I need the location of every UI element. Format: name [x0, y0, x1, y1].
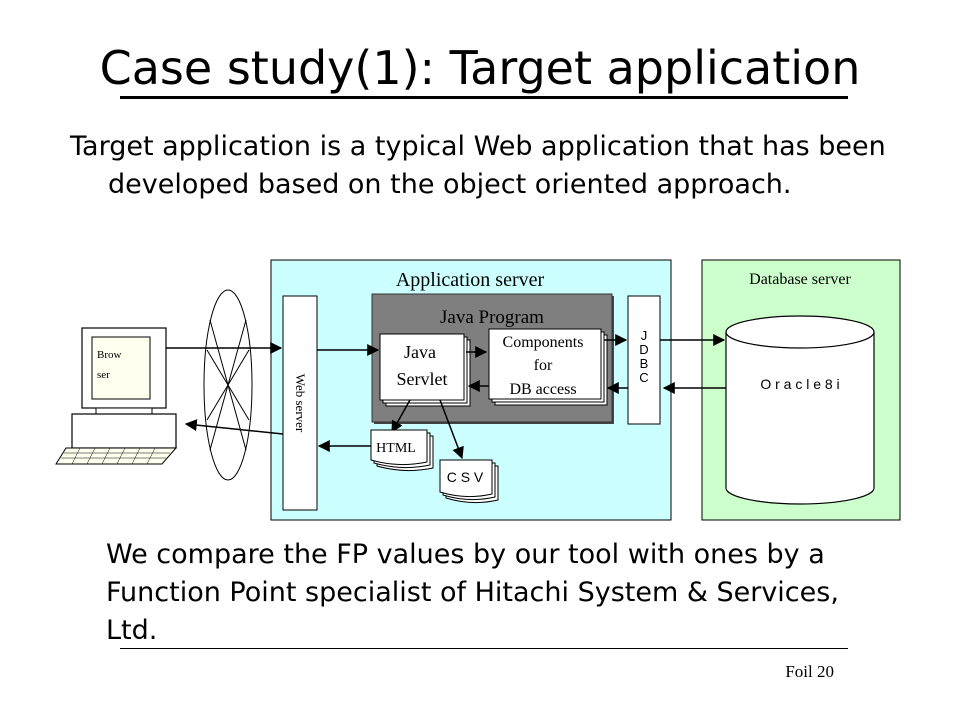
servlet-to-csv-arrow	[439, 399, 464, 460]
foil-number: Foil 20	[785, 662, 834, 681]
client-computer: Brow ser	[55, 327, 178, 465]
csv-document: C S V	[439, 459, 499, 504]
intro-text: Target application is a typical Web appl…	[70, 131, 886, 200]
network-cloud	[203, 289, 253, 481]
jdbc-letter: C	[639, 370, 648, 385]
jdbc-box	[627, 295, 661, 425]
keyboard	[55, 447, 178, 465]
browser-label-line-1: Brow	[97, 349, 122, 361]
servlet-to-html-arrow	[391, 399, 411, 434]
components-line-3: DB access	[509, 381, 576, 398]
java-servlet-component: Java Servlet	[379, 333, 471, 407]
web-server-box	[282, 295, 318, 511]
db-components: Components for DB access	[488, 328, 608, 406]
monitor-stand	[95, 407, 153, 415]
jdbc-letter: J	[641, 328, 648, 343]
jdbc-letter: B	[640, 356, 649, 371]
comparison-text: We compare the FP values by our tool wit…	[106, 539, 839, 646]
html-document: HTML	[370, 429, 434, 472]
java-program-label: Java Program	[440, 307, 544, 328]
jdbc-letter: D	[639, 342, 648, 357]
servlet-line-1: Java	[404, 342, 436, 362]
components-line-2: for	[534, 357, 553, 374]
slide-title: Case study(1): Target application	[99, 41, 861, 95]
components-line-1: Components	[503, 334, 584, 351]
browser-label-line-2: ser	[97, 369, 110, 381]
oracle-label: O r a c l e 8 i	[760, 376, 839, 392]
footer-rule	[120, 648, 848, 649]
csv-label: C S V	[447, 469, 484, 485]
database-server-label: Database server	[749, 271, 851, 288]
application-server-label: Application server	[396, 269, 545, 291]
web-server-label: Web server	[293, 374, 308, 433]
title-underline	[120, 96, 848, 99]
servlet-line-2: Servlet	[397, 369, 448, 389]
webserver-to-browser-arrow	[184, 419, 284, 435]
html-label: HTML	[376, 441, 416, 456]
screen	[91, 336, 151, 400]
oracle-database-cylinder: O r a c l e 8 i	[725, 315, 875, 505]
computer-base	[71, 413, 177, 449]
